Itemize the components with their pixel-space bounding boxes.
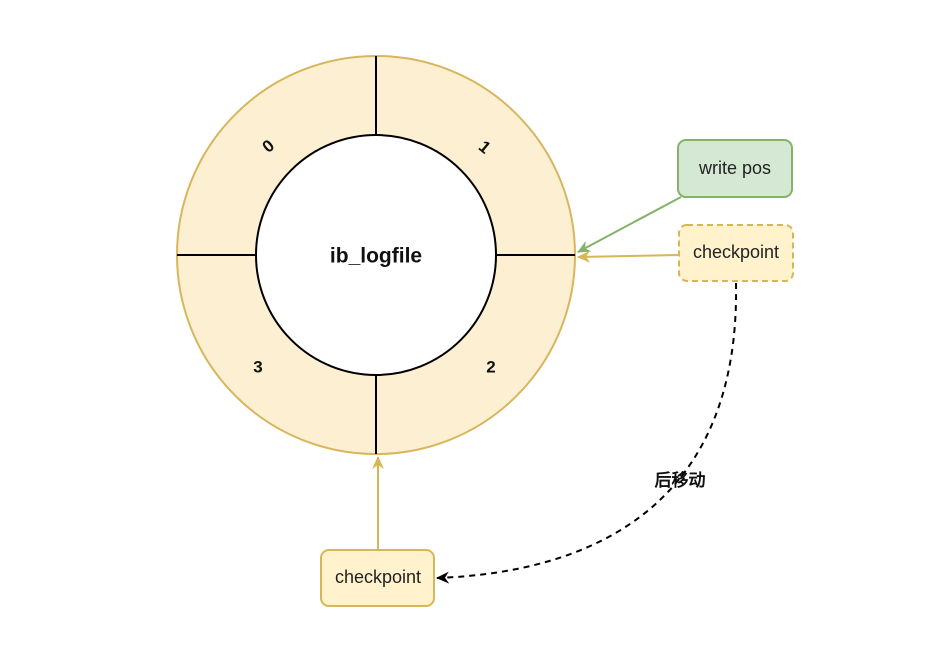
checkpoint-current-box <box>678 224 794 282</box>
center-label: ib_logfile <box>330 245 422 268</box>
checkpoint-move-arrow <box>436 282 738 584</box>
checkpoint-next-label: checkpoint <box>335 567 421 587</box>
checkpoint-current-arrow <box>577 250 680 263</box>
checkpoint-current-label: checkpoint <box>693 242 779 262</box>
write-pos-arrow <box>577 196 682 253</box>
write-pos-box <box>677 139 793 198</box>
segment-label-2: 2 <box>486 357 495 376</box>
move-label: 后移动 <box>655 470 706 491</box>
write-pos-label: write pos <box>698 158 771 178</box>
segment-label-3: 3 <box>253 357 262 376</box>
